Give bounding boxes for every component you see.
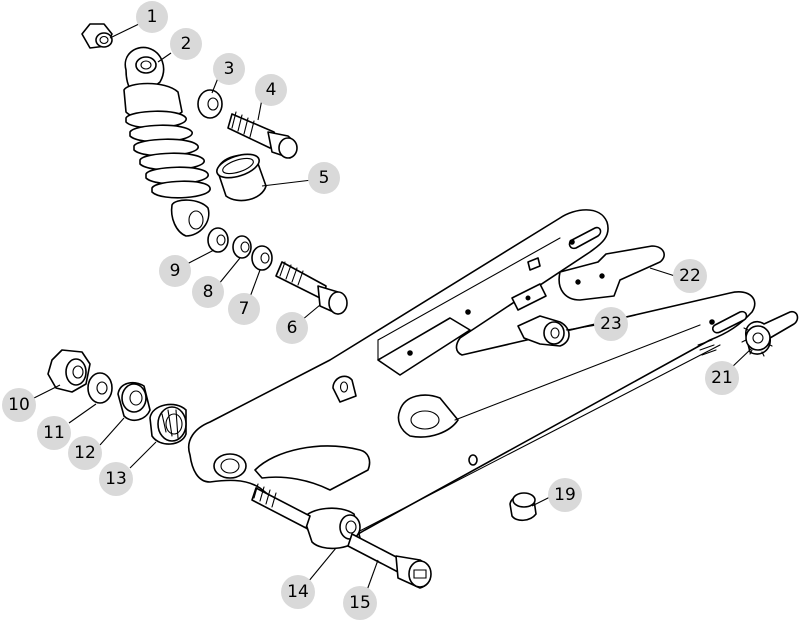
leader-lines bbox=[33, 22, 753, 594]
svg-text:10: 10 bbox=[8, 395, 30, 415]
part-1-nut bbox=[81, 23, 113, 49]
callout-7: 7 bbox=[228, 293, 260, 325]
svg-text:1: 1 bbox=[147, 7, 158, 27]
part-21-chain-adjuster bbox=[741, 310, 799, 357]
part-22-chain-guide bbox=[558, 245, 665, 301]
callout-4: 4 bbox=[255, 74, 287, 106]
callout-14: 14 bbox=[281, 575, 315, 609]
svg-text:13: 13 bbox=[105, 469, 127, 489]
callout-22: 22 bbox=[673, 259, 707, 293]
callout-12: 12 bbox=[68, 436, 102, 470]
callout-10: 10 bbox=[2, 388, 36, 422]
callout-9: 9 bbox=[159, 255, 191, 287]
part-3-washer bbox=[197, 89, 223, 119]
svg-text:14: 14 bbox=[287, 582, 309, 602]
part-9-washer bbox=[207, 227, 229, 253]
callout-1: 1 bbox=[136, 1, 168, 33]
part-4-bolt bbox=[227, 111, 298, 159]
part-10-nut bbox=[47, 349, 91, 393]
svg-text:12: 12 bbox=[74, 443, 96, 463]
callout-21: 21 bbox=[705, 361, 739, 395]
part-12-bushing bbox=[117, 381, 151, 422]
part-7-spacer bbox=[251, 245, 273, 271]
svg-text:5: 5 bbox=[319, 168, 330, 188]
part-6-bolt bbox=[275, 261, 348, 315]
callout-6: 6 bbox=[276, 312, 308, 344]
svg-text:11: 11 bbox=[43, 423, 65, 443]
callout-19: 19 bbox=[548, 478, 582, 512]
callout-8: 8 bbox=[192, 276, 224, 308]
part-13-bearing bbox=[149, 403, 187, 445]
svg-text:19: 19 bbox=[554, 485, 576, 505]
callout-23: 23 bbox=[594, 307, 628, 341]
part-2-shock-absorber bbox=[123, 46, 211, 237]
svg-text:15: 15 bbox=[349, 593, 371, 613]
svg-text:9: 9 bbox=[170, 261, 181, 281]
swingarm bbox=[188, 209, 756, 544]
callout-5: 5 bbox=[308, 162, 340, 194]
svg-text:22: 22 bbox=[679, 266, 701, 286]
callout-2: 2 bbox=[170, 28, 202, 60]
svg-text:21: 21 bbox=[711, 368, 733, 388]
svg-text:4: 4 bbox=[266, 80, 277, 100]
part-14-spacer bbox=[303, 507, 361, 550]
callout-15: 15 bbox=[343, 586, 377, 620]
svg-text:8: 8 bbox=[203, 282, 214, 302]
part-11-washer bbox=[87, 372, 113, 404]
svg-text:7: 7 bbox=[239, 299, 250, 319]
svg-text:3: 3 bbox=[224, 59, 235, 79]
part-19-plug bbox=[509, 492, 537, 522]
svg-text:6: 6 bbox=[287, 318, 298, 338]
part-15-pivot-bolt bbox=[251, 483, 432, 589]
callout-3: 3 bbox=[213, 53, 245, 85]
part-8-washer bbox=[232, 235, 252, 259]
callout-11: 11 bbox=[37, 416, 71, 450]
callout-13: 13 bbox=[99, 462, 133, 496]
part-23-chain-bracket bbox=[517, 315, 570, 347]
svg-text:2: 2 bbox=[181, 34, 192, 54]
part-5-bushing bbox=[216, 153, 267, 202]
svg-text:23: 23 bbox=[600, 314, 622, 334]
